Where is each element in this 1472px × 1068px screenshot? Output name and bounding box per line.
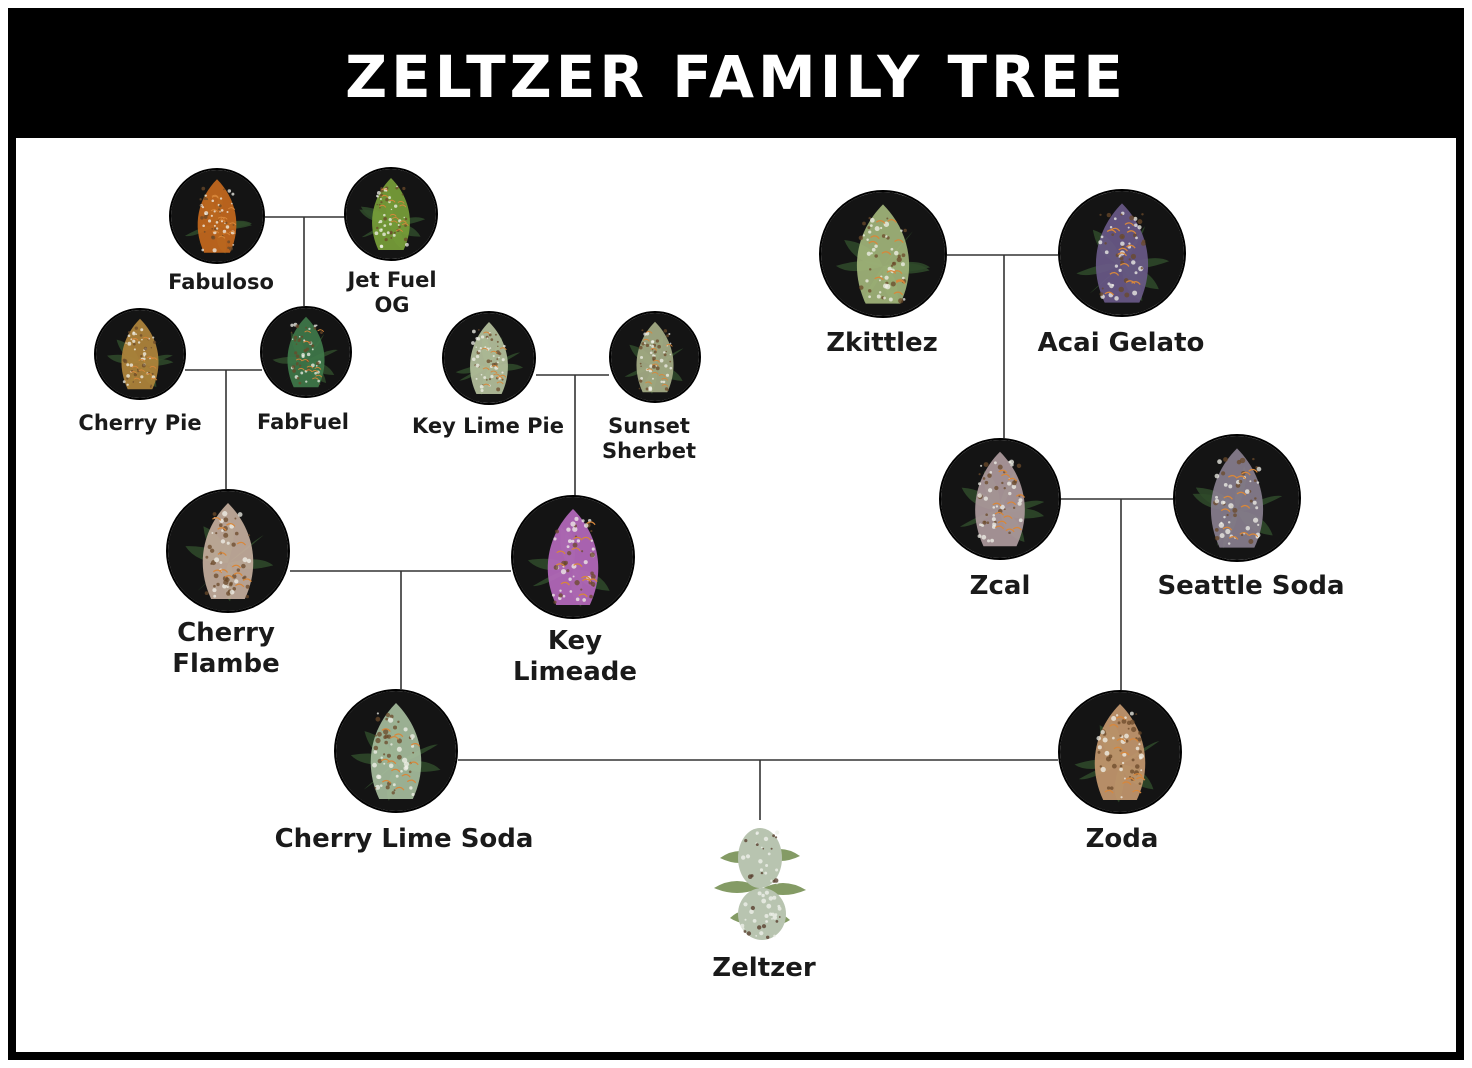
strain-label-zcal: Zcal [970,571,1031,602]
strain-label-line: Limeade [513,657,637,688]
acai-gelato-bud-icon [1058,189,1186,317]
strain-label-line: Sherbet [602,439,696,464]
strain-label-key-lime-pie: Key Lime Pie [412,414,564,439]
strain-label-line: Seattle Soda [1157,571,1344,602]
strain-label-line: Zcal [970,571,1031,602]
strain-label-line: FabFuel [257,410,349,435]
strain-label-line: Fabuloso [168,270,274,295]
zkittlez-bud-icon [819,190,947,318]
strain-label-line: Zkittlez [826,328,938,359]
strain-label-fabfuel: FabFuel [257,410,349,435]
strain-label-seattle-soda: Seattle Soda [1157,571,1344,602]
sunset-sherbet-bud-icon [609,311,701,403]
strain-label-line: Zoda [1086,824,1159,855]
strain-label-line: Sunset [602,414,696,439]
zeltzer-plant-icon [700,818,820,946]
key-lime-pie-bud-icon [442,311,536,405]
strain-label-line: Cherry [172,618,280,649]
strain-label-line: Jet Fuel [347,268,436,293]
strain-label-cherry-lime-soda: Cherry Lime Soda [275,824,534,855]
strain-label-line: Zeltzer [712,953,815,984]
strain-label-line: Flambe [172,649,280,680]
cherry-lime-soda-bud-icon [334,689,458,813]
strain-label-acai-gelato: Acai Gelato [1038,328,1205,359]
strain-label-line: Cherry Lime Soda [275,824,534,855]
seattle-soda-bud-icon [1173,434,1301,562]
strain-label-zeltzer: Zeltzer [712,953,815,984]
fabuloso-bud-icon [169,168,265,264]
cherry-pie-bud-icon [94,308,186,400]
key-limeade-bud-icon [511,495,635,619]
cherry-flambe-bud-icon [166,489,290,613]
strain-label-line: Cherry Pie [78,411,201,436]
strain-label-zoda: Zoda [1086,824,1159,855]
strain-label-line: Acai Gelato [1038,328,1205,359]
strain-label-fabuloso: Fabuloso [168,270,274,295]
zoda-bud-icon [1058,690,1182,814]
strain-label-line: Key Lime Pie [412,414,564,439]
jet-fuel-og-bud-icon [344,167,438,261]
strain-label-cherry-pie: Cherry Pie [78,411,201,436]
strain-label-zkittlez: Zkittlez [826,328,938,359]
strain-label-line: OG [347,293,436,318]
strain-label-line: Key [513,626,637,657]
fabfuel-bud-icon [260,306,352,398]
zcal-bud-icon [939,438,1061,560]
